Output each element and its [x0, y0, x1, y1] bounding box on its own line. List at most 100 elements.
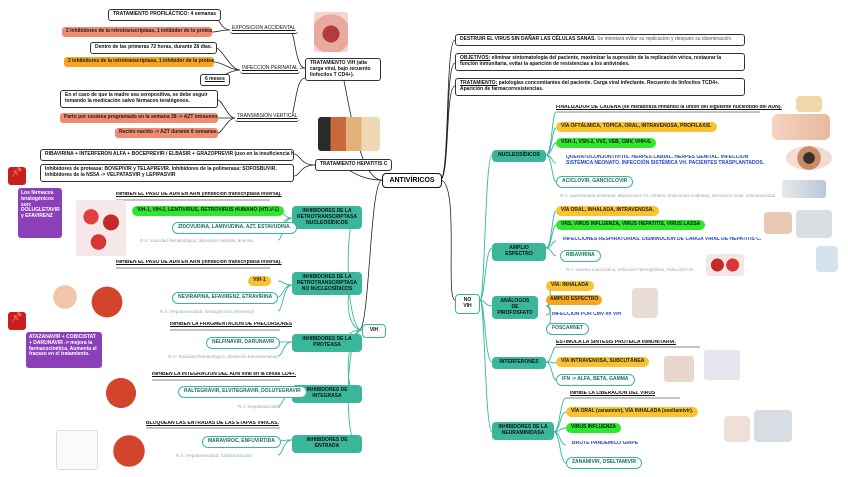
objective-2: OBJETIVOS: eliminar sintomatología del p…	[455, 53, 745, 71]
exposure-text: EXPOSICIÓN ACCIDENTAL	[232, 25, 296, 31]
nucleosidicos-node[interactable]: NUCLEOSÍDICOS	[492, 150, 546, 162]
cartoon-cell-image	[50, 282, 80, 312]
syringe-image	[782, 180, 826, 198]
perinatal-item-2: 2 inhibidores de la retrotranscriptasa, …	[64, 57, 214, 67]
vih-group-2-head: INHIBEN EL PASO DE ADN EN ARN (inhibició…	[116, 260, 282, 265]
no-vih-node[interactable]: NO VIH	[455, 294, 480, 314]
vih-group-3-ra: R.A: Toxicidad hematológica, Elevación t…	[168, 354, 279, 359]
molecule-image	[56, 430, 98, 470]
vih-group-4-ra: R.A: Hepatotoxicidad	[238, 404, 281, 409]
atazanavir-note: ATAZANAVIR + COBICISTAT + DARUNAVIR -> m…	[26, 332, 102, 368]
vih-group-5-drug-1: MARAVIROC, ENFUVIRTIDA	[202, 436, 281, 448]
vih-group-1-drug-1: VIH-1, VIH-2, LENTIVIRUS, RETROVIRUS HUM…	[132, 206, 284, 216]
vih-group-3-drug-1: NELFINAVIR, DARUNAVIR	[206, 337, 281, 349]
neuraminidasa-virus: VIRUS INFLUENZA	[566, 423, 621, 433]
vih-group-4-head: INHIBEN LA INTEGRACIÓN DEL ADN viral en …	[152, 372, 296, 377]
amplio-drugs: RIBAVIRINA	[560, 250, 601, 262]
nucleosidicos-ra: R.A: queratopatía punteada, alteraciones…	[560, 193, 776, 198]
perinatal-item-3: 6 meses	[200, 74, 230, 86]
pin-icon: 📌	[8, 167, 26, 185]
vih-group-4[interactable]: INHIBIDORES DE INTEGRASA	[292, 385, 362, 403]
interferones-node[interactable]: INTERFERONES	[492, 357, 546, 369]
hepatitis-item-1: RIBAVIRINA + INTERFERON ALFA + BOCEPREVI…	[40, 149, 294, 161]
amplio-uses: INFECCIONES RESPIRATORIAS. DISMINUCIÓN D…	[563, 237, 762, 242]
perinatal-label[interactable]: INFECCIÓN PERINATAL	[240, 65, 300, 74]
vih-group-5[interactable]: INHIBIDORES DE ENTRADA	[292, 435, 362, 453]
nucleosidicos-head: FINALIZADOR DE CADENA (se metaboliza imi…	[556, 105, 782, 110]
nasal-spray-image	[632, 288, 658, 318]
nucleosidicos-virus: VSH-1, VSH-2, VVZ, VEB, CMV, VHH-6.	[556, 138, 657, 148]
hepatitis-item-2: Inhibidores de proteasa: BOVEPIVIR y TEL…	[40, 164, 294, 182]
vih-group-1[interactable]: INHIBIDORES DE LA RETROTRANSCRIPTASA NUC…	[292, 206, 362, 230]
perinatal-text: INFECCIÓN PERINATAL	[242, 65, 298, 71]
blood-cells-image	[76, 200, 126, 256]
vih-group-2-drug-2: NEVIRAPINA, EFAVIRENZ, ETRAVIRINA	[172, 292, 279, 304]
pirofosfato-via: VÍA: INHALADA	[546, 281, 594, 291]
vih-group-2[interactable]: INHIBIDORES DE LA RETROTRANSCRIPTASA NO …	[292, 272, 362, 296]
iv-bag-image	[816, 246, 838, 272]
interferones-drugs: IFN -> ALFA, BETA, GAMMA	[556, 374, 635, 386]
amplio-via: VÍA ORAL, INHALADA, INTRAVENOSA.	[556, 206, 659, 216]
objective-3-rest: patologías concomitantes del paciente. C…	[460, 80, 720, 92]
nucleosidicos-uses: QUERATOCONJUNTIVITIS. HERPES LABIAL. HER…	[566, 155, 765, 166]
amplio-virus: VRS, VIRUS INFLUENZA, VIRUS HEPATITIS, V…	[556, 220, 706, 230]
vertical-text: TRANSMISIÓN VERTICAL	[237, 113, 298, 119]
center-node[interactable]: ANTIVÍRICOS	[382, 173, 442, 188]
objective-2-rest: eliminar sintomatología del paciente, ma…	[460, 55, 722, 67]
mouth-lesion-image	[314, 12, 348, 52]
teratogenic-note: Los fármacos teratogénicos son: DOLUGLET…	[18, 188, 62, 238]
cartoon-virus-image-2	[100, 376, 142, 410]
inhaler-image-2	[754, 410, 792, 442]
neuraminidasa-use: BROTE PANDÉMICO GRIPE	[572, 441, 639, 446]
vih-group-5-ra: R.A: Hepatotoxicidad, Cardiotoxicidad	[176, 453, 252, 458]
pirofosfato-node[interactable]: ANÁLOGOS DE PIROFOSFATO	[492, 296, 538, 320]
vih-group-3[interactable]: INHIBIDORES DE LA PROTEASA	[292, 334, 362, 352]
vertical-item-2: Parto por cesárea programado en la seman…	[60, 113, 218, 123]
vertical-item-3: Recién nacido -> AZT durante 6 semanas.	[115, 128, 218, 138]
oral-capsule-image	[764, 212, 792, 234]
objective-1-lead: DESTRUIR EL VIRUS SIN DAÑAR LAS CÉLULAS …	[460, 36, 596, 42]
eye-image	[786, 146, 832, 170]
nucleosidicos-via: VÍA OFTÁLMICA, TÓPICA, ORAL, INTRAVENOSA…	[556, 122, 717, 132]
vih-group-1-ra: R.A: toxicidad hematológica, depresión m…	[140, 238, 254, 243]
exposure-label[interactable]: EXPOSICIÓN ACCIDENTAL	[230, 25, 298, 34]
vih-group-1-drug-2: ZIDOVUDINA, LAMIVUDINA, AZT, ESTAVUDINA.	[172, 222, 297, 234]
amplio-espectro-node[interactable]: AMPLIO ESPECTRO	[492, 243, 546, 261]
neuraminidasa-via: VÍA ORAL (zanamivir), VÍA INHALADA (osel…	[566, 407, 699, 417]
vih-group-4-drug-1: RALTEGRAVIR, ELVITEGRAVIR, DOLUTEGRAVIR	[178, 386, 307, 398]
vih-group-2-drug-1: VIH-1	[248, 276, 271, 286]
objective-2-lead: OBJETIVOS:	[460, 55, 491, 61]
vih-group-3-head: INHIBEN LA FRAGMENTACIÓN DE PRECURSORES	[170, 322, 293, 327]
pill-image	[724, 416, 750, 442]
neuraminidasa-drugs: ZANAMIVIR, OSELTAMIVIR	[566, 457, 642, 469]
blood-image-2	[706, 254, 744, 276]
vih-treatment-node[interactable]: TRATAMIENTO VIH (alta carga viral, bajo …	[305, 58, 381, 82]
neuraminidasa-node[interactable]: INHIBIDORES DE LA NEURAMINIDASA	[492, 422, 554, 440]
cartoon-virus-image	[86, 284, 128, 320]
inhaler-image	[796, 210, 832, 238]
cartoon-virus-image-3	[108, 432, 150, 470]
pirofosfato-use: INFECCIÓN POR CMV en VIH	[552, 312, 622, 317]
objective-3: TRATAMIENTO: patologías concomitantes de…	[455, 78, 745, 96]
vih-group-2-ra: R.A: Hepatotoxicidad, teratogénicos (efa…	[160, 309, 255, 314]
vih-node[interactable]: VIH	[362, 324, 386, 338]
objective-1: DESTRUIR EL VIRUS SIN DAÑAR LAS CÉLULAS …	[455, 34, 745, 46]
cream-image	[772, 114, 830, 140]
prescription-image	[796, 96, 822, 112]
interferones-via: VÍA INTRAVENOSA, SUBCUTÁNEA	[556, 357, 650, 367]
vertical-item-1: En el caso de que la madre sea seroposit…	[60, 90, 218, 108]
amplio-ra: R.A: anemia macrocítica, reducción hemog…	[566, 267, 694, 272]
subcutaneous-image	[704, 350, 740, 380]
perinatal-item-1: Dentro de las primeras 72 horas, durante…	[90, 42, 217, 54]
injection-image	[664, 356, 694, 382]
objective-1-rest: Se intentará evitar su replicación y des…	[595, 36, 733, 42]
hepatitis-label[interactable]: TRATAMIENTO HEPATITIS C	[315, 159, 393, 171]
vih-group-1-head: INHIBEN EL PASO DE ADN EN ARN (inhibició…	[116, 192, 282, 197]
pin-icon-2: 📌	[8, 312, 26, 330]
exposure-item-2: 2 inhibidores de la retrotranscriptasa, …	[62, 27, 212, 37]
vertical-label[interactable]: TRANSMISIÓN VERTICAL	[235, 113, 300, 122]
pirofosfato-spectrum: AMPLIO ESPECTRO	[546, 295, 603, 305]
objective-3-lead: TRATAMIENTO:	[460, 80, 498, 86]
exposure-item-1: TRATAMIENTO PROFILÁCTICO: 4 semanas	[108, 9, 222, 21]
hepatitis-liver-image	[318, 117, 380, 151]
